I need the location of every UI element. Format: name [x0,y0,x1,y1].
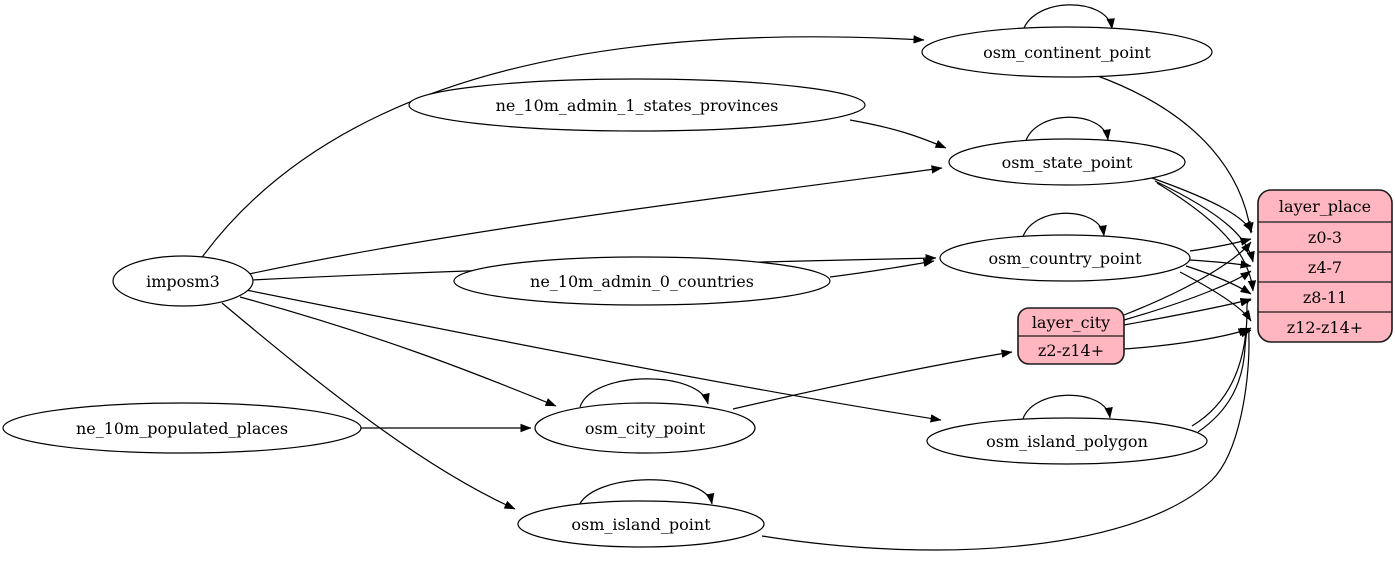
node-ne-10m-admin-0-countries-label: ne_10m_admin_0_countries [530,272,754,291]
record-layer-city-title: layer_city [1032,313,1110,332]
node-ne-10m-populated-places-shape [2,402,362,454]
self-loop-osm-island-point [577,479,715,509]
node-osm-island-point: osm_island_point [517,500,765,548]
edge-imposm3-to-osm-continent-point [199,35,925,261]
record-layer-place-row-z12-z14: z12-z14+ [1287,318,1363,337]
record-layer-place: layer_place z0-3 z4-7 z8-11 z12-z14+ [1257,189,1393,343]
node-osm-island-point-label: osm_island_point [571,515,711,534]
edge-imposm3-to-osm-island-polygon [245,289,942,423]
node-ne-10m-admin-0-countries: ne_10m_admin_0_countries [453,256,831,306]
node-osm-state-point: osm_state_point [948,138,1186,186]
edge-osm-island-polygon-to-layer-place-z8-11 [1191,297,1252,427]
node-osm-island-polygon: osm_island_polygon [926,417,1208,465]
node-osm-continent-point: osm_continent_point [921,26,1213,78]
edge-osm-country-point-to-layer-place-z4-7 [1189,259,1252,269]
edge-imposm3-to-osm-state-point [248,165,943,275]
self-loop-osm-country-point [1021,212,1107,241]
node-imposm3-shape [112,255,254,307]
node-osm-country-point-label: osm_country_point [988,249,1142,268]
node-osm-city-point-shape [534,402,756,454]
node-osm-state-point-label: osm_state_point [1002,153,1133,172]
node-osm-country-point-shape [939,234,1191,282]
node-osm-country-point: osm_country_point [939,234,1191,282]
node-ne-10m-populated-places: ne_10m_populated_places [2,402,362,454]
record-layer-city-row-z2-z14: z2-z14+ [1038,341,1104,360]
node-osm-continent-point-shape [921,26,1213,78]
edge-ne-countries-to-osm-country-point [829,258,935,278]
edge-osm-city-point-to-layer-city [732,349,1013,410]
edge-osm-country-point-to-layer-place-z0-3 [1189,237,1252,252]
self-loop-osm-state-point [1024,116,1111,145]
edge-imposm3-to-osm-city-point [239,296,557,407]
record-layer-place-row-z0-3: z0-3 [1308,228,1342,247]
self-loop-osm-continent-point [1021,4,1115,35]
edge-layer-city-to-layer-place-z4-7 [1123,270,1252,321]
edge-layer-city-to-layer-place-z0-3 [1123,241,1252,316]
node-ne-10m-admin-1-states-provinces-shape [408,78,866,132]
node-osm-city-point: osm_city_point [534,402,756,454]
node-ne-10m-admin-1-states-provinces-label: ne_10m_admin_1_states_provinces [496,96,779,115]
node-ne-10m-populated-places-label: ne_10m_populated_places [76,419,288,438]
self-loop-osm-island-polygon [1021,394,1113,423]
node-imposm3-label: imposm3 [146,272,220,291]
node-osm-island-polygon-shape [926,417,1208,465]
record-layer-place-row-z8-11: z8-11 [1303,288,1347,307]
edge-osm-country-point-to-layer-place-z8-11 [1185,265,1252,295]
node-osm-city-point-label: osm_city_point [585,419,706,438]
record-layer-place-title: layer_place [1279,197,1371,216]
record-layer-place-box [1257,189,1393,343]
edge-ne-states-provinces-to-osm-state-point [849,119,947,149]
edge-osm-island-point-to-layer-place-z12-z14 [761,329,1252,551]
node-osm-island-point-shape [517,500,765,548]
node-ne-10m-admin-0-countries-shape [453,256,831,306]
edge-osm-state-point-to-layer-place-z4-7 [1154,180,1255,263]
node-osm-state-point-shape [948,138,1186,186]
edge-osm-state-point-to-layer-place-z0-3 [1151,177,1253,233]
edge-osm-state-point-to-layer-place-z8-11 [1156,182,1257,292]
node-imposm3: imposm3 [112,255,254,307]
edge-osm-continent-point-to-layer-place-z0-3 [1094,74,1254,234]
node-osm-continent-point-label: osm_continent_point [983,43,1151,62]
record-layer-city: layer_city z2-z14+ [1017,307,1125,365]
edge-imposm3-to-osm-island-point [221,302,516,510]
edge-layer-city-to-layer-place-z12-z14 [1123,328,1250,350]
node-ne-10m-admin-1-states-provinces: ne_10m_admin_1_states_provinces [408,78,866,132]
record-layer-place-row-z4-7: z4-7 [1308,258,1342,277]
edge-osm-country-point-to-layer-place-z12-z14 [1179,271,1252,322]
self-loop-osm-city-point [579,378,710,408]
node-osm-island-polygon-label: osm_island_polygon [986,432,1148,451]
